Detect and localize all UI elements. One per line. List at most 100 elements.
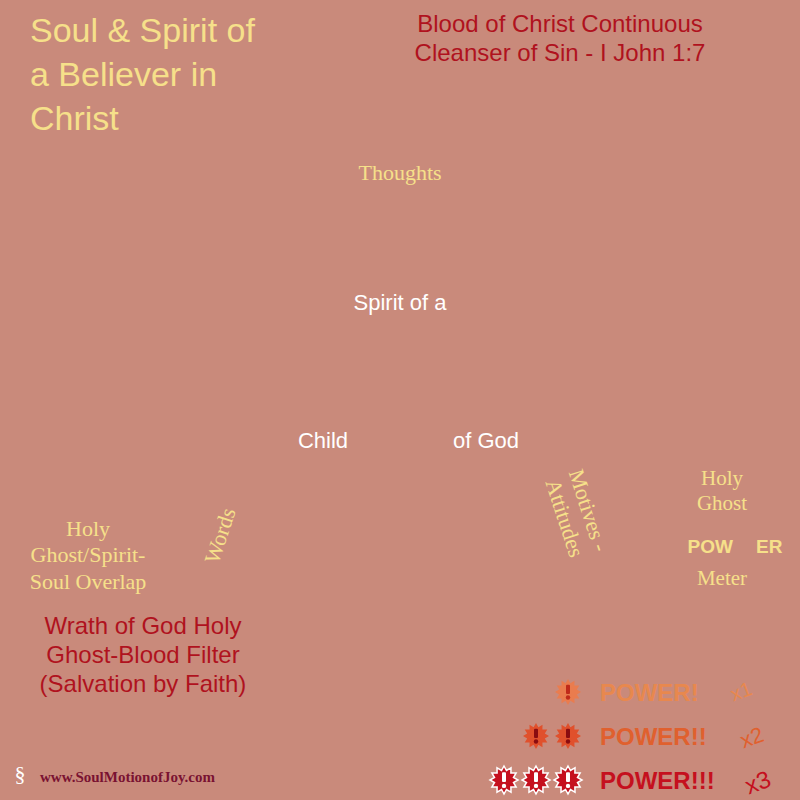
power-burst [523, 723, 549, 749]
burst-star [455, 337, 481, 363]
exclamation-dot [566, 784, 570, 788]
label-holder: Wrath of God Holy Ghost-Blood Filter (Sa… [18, 612, 268, 698]
exclamation-dot [294, 381, 298, 385]
burst-star [391, 505, 417, 531]
power-burst [731, 537, 753, 559]
power-burst [386, 394, 414, 422]
circle-label: Words [194, 489, 246, 582]
burst-star [555, 723, 581, 749]
label-holder: POW [655, 536, 733, 559]
note-label: Meter [682, 566, 762, 591]
exclamation-dot [534, 784, 538, 788]
power-meter-panel [470, 668, 800, 800]
exclamation-bar [442, 365, 446, 374]
exclamation-dot [502, 784, 506, 788]
venn-circle: Words [160, 313, 476, 629]
circle-label: Child [278, 428, 368, 453]
text-holder: Motives - Attitudes [536, 457, 617, 572]
burst-star [287, 457, 313, 483]
note-label: Holy Ghost/Spirit- Soul Overlap [8, 516, 168, 595]
note-label: Holy Ghost [682, 466, 762, 516]
legend-swatch [488, 762, 598, 798]
exclamation-bar [534, 729, 538, 738]
exclamation-dot [398, 412, 402, 416]
venn-circle: Spirit of a Child of God [228, 250, 572, 594]
exclamation-bar [566, 772, 570, 782]
text-holder: Spirit of a [228, 290, 572, 315]
power-burst [455, 337, 481, 363]
legend-swatch [488, 718, 598, 754]
label-holder: x2 [737, 716, 784, 754]
legend-row: POWER! [600, 676, 740, 710]
power-burst [333, 367, 359, 393]
circle-label: Thoughts [250, 160, 550, 185]
burst-star [386, 394, 414, 422]
exclamation-bar [534, 772, 538, 782]
note-label: x2 [737, 716, 784, 754]
exclamation-bar [466, 343, 470, 352]
exclamation-bar [502, 772, 506, 782]
title: Soul & Spirit of a Believer in Christ [30, 8, 280, 140]
exclamation-dot [534, 739, 538, 743]
circle-label: of God [436, 428, 536, 453]
label-holder: x1 [727, 670, 773, 706]
circle-fill [228, 250, 572, 594]
title-box: Soul & Spirit of a Believer in Christ [30, 8, 280, 140]
circle-label: Motives - Attitudes [536, 457, 617, 572]
power-burst [391, 473, 417, 499]
exclamation-bar [294, 371, 298, 380]
exclamation-dot [403, 321, 407, 325]
exclamation-dot [466, 353, 470, 357]
power-burst [410, 422, 438, 450]
burst-star [391, 473, 417, 499]
note-label: POW [655, 536, 733, 559]
burst-star [523, 723, 549, 749]
exclamation-dot [298, 473, 302, 477]
note-label: Blood of Christ Continuous Cleanser of S… [400, 10, 720, 68]
label-holder: § [5, 761, 35, 787]
burst-star [283, 365, 309, 391]
exclamation-dot [402, 489, 406, 493]
burst-star [410, 422, 438, 450]
power-burst [391, 505, 417, 531]
text-holder: of God [436, 428, 536, 453]
exclamation-dot [566, 695, 570, 699]
exclamation-bar [402, 511, 406, 520]
power-burst [554, 766, 582, 794]
leader-arrow [478, 100, 538, 148]
circle-label: Spirit of a [228, 290, 572, 315]
burst-star [431, 359, 457, 385]
exclamation-bar [375, 428, 379, 438]
label-holder: Holy Ghost [682, 466, 762, 516]
exclamation-dot [442, 375, 446, 379]
exclamation-bar [566, 685, 570, 694]
label-holder: Blood of Christ Continuous Cleanser of S… [400, 10, 720, 68]
burst-star [554, 766, 582, 794]
exclamation-dot [740, 550, 744, 554]
legend-text: POWER!! [600, 720, 740, 754]
circle-outline [328, 313, 644, 629]
exclamation-bar [740, 542, 744, 550]
legend-row: POWER!! [600, 720, 740, 754]
note-label: § [5, 761, 35, 787]
burst-star [333, 367, 359, 393]
exclamation-bar [298, 463, 302, 472]
power-burst [490, 766, 518, 794]
label-holder: www.SoulMotionofJoy.com [40, 768, 280, 786]
logo-square [5, 760, 35, 790]
label-holder: x3 [741, 760, 788, 800]
burst-star [555, 679, 581, 705]
legend-row: POWER!!! [600, 764, 740, 798]
circle-fill [328, 313, 644, 629]
legend-text: POWER! [600, 676, 740, 710]
burst-star [490, 766, 518, 794]
exclamation-bar [422, 428, 426, 438]
power-burst [555, 679, 581, 705]
exclamation-dot [422, 440, 426, 444]
exclamation-bar [402, 479, 406, 488]
power-burst [287, 457, 313, 483]
exclamation-dot [344, 383, 348, 387]
circle-outline [160, 313, 476, 629]
note-label: Wrath of God Holy Ghost-Blood Filter (Sa… [18, 612, 268, 698]
